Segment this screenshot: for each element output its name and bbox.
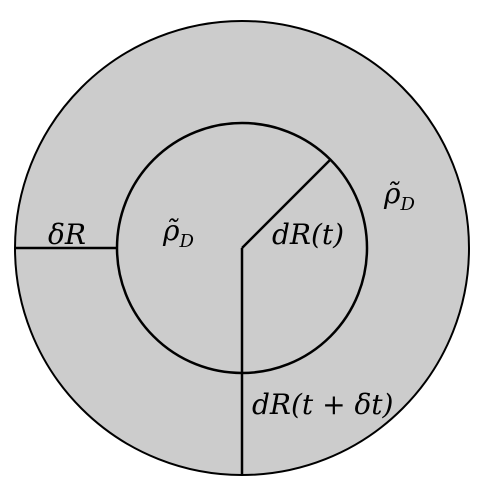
rho-outer-label: ρ̃D bbox=[383, 177, 415, 215]
dr-t-dt-label: dR(t + δt) bbox=[252, 388, 393, 421]
dr-t-label: dR(t) bbox=[272, 218, 344, 251]
inner-radius-line bbox=[241, 159, 331, 249]
rho-outer-symbol: ρ̃ bbox=[383, 177, 401, 210]
rho-inner-symbol: ρ̃ bbox=[162, 214, 180, 247]
rho-outer-subscript: D bbox=[399, 194, 415, 215]
rho-inner-label: ρ̃D bbox=[162, 214, 194, 252]
delta-r-label: δR bbox=[48, 218, 86, 251]
rho-inner-subscript: D bbox=[178, 231, 194, 252]
